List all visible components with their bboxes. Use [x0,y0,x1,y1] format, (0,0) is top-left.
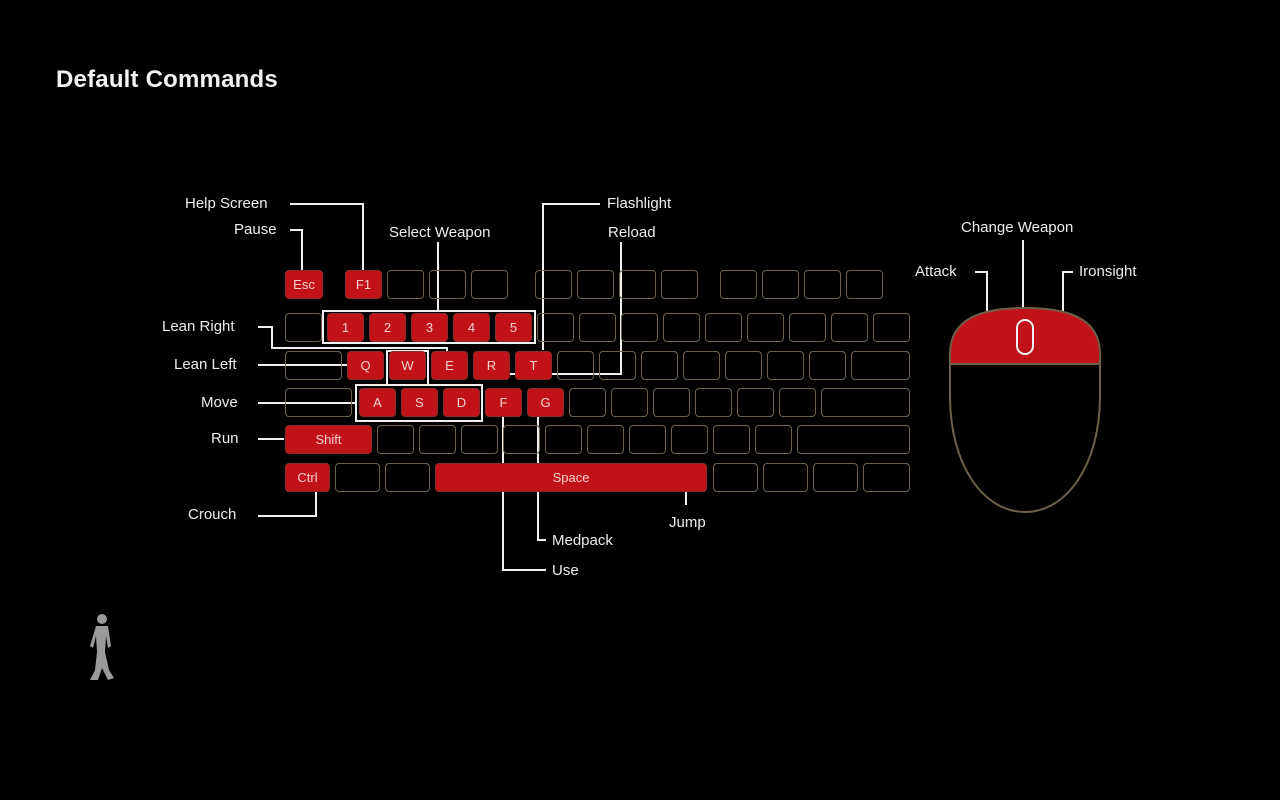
key-4[interactable]: 4 [453,313,490,342]
ctrl-key[interactable]: Ctrl [285,463,330,492]
comma-key[interactable] [671,425,708,454]
f11-key[interactable] [804,270,841,299]
h-key[interactable] [569,388,606,417]
win-key[interactable] [335,463,380,492]
c-key[interactable] [461,425,498,454]
f-key[interactable]: F [485,388,522,417]
minus-key[interactable] [747,313,784,342]
v-key[interactable] [503,425,540,454]
quote-key[interactable] [779,388,816,417]
o-key[interactable] [683,351,720,380]
key-8[interactable] [621,313,658,342]
mouse-icon [949,306,1101,514]
r-key[interactable]: R [473,351,510,380]
menu-key[interactable] [813,463,858,492]
f3-key[interactable] [429,270,466,299]
tab-key[interactable] [285,351,342,380]
equals-key[interactable] [789,313,826,342]
slash-key[interactable] [755,425,792,454]
key-0[interactable] [705,313,742,342]
semicolon-key[interactable] [737,388,774,417]
label-use: Use [552,562,579,579]
bracket-left-key[interactable] [767,351,804,380]
backspace-key[interactable] [873,313,910,342]
f12-key[interactable] [846,270,883,299]
label-ironsight: Ironsight [1079,263,1137,280]
key-6[interactable] [537,313,574,342]
number-keys-frame [322,310,536,344]
label-run: Run [211,430,239,447]
f1-key[interactable]: F1 [345,270,382,299]
label-lean-right: Lean Right [162,318,235,335]
d-key[interactable]: D [443,388,480,417]
q-key[interactable]: Q [347,351,384,380]
label-reload: Reload [608,224,656,241]
b-key[interactable] [545,425,582,454]
key-7[interactable] [579,313,616,342]
key-9[interactable] [663,313,700,342]
f8-key[interactable] [661,270,698,299]
y-key[interactable] [557,351,594,380]
page-title: Default Commands [56,66,278,93]
label-attack: Attack [915,263,957,280]
key-3[interactable]: 3 [411,313,448,342]
t-key[interactable]: T [515,351,552,380]
label-help-screen: Help Screen [185,195,268,212]
label-crouch: Crouch [188,506,237,523]
label-pause: Pause [234,221,277,238]
w-key[interactable]: W [389,351,426,380]
space-key[interactable]: Space [435,463,707,492]
k-key[interactable] [653,388,690,417]
m-key[interactable] [629,425,666,454]
l-key[interactable] [695,388,732,417]
z-key[interactable] [377,425,414,454]
walking-figure-icon [90,614,114,680]
key-5[interactable]: 5 [495,313,532,342]
label-flashlight: Flashlight [607,195,672,212]
label-select-weapon: Select Weapon [389,224,491,241]
label-medpack: Medpack [552,532,613,549]
right-ctrl-key[interactable] [863,463,910,492]
backslash-key[interactable] [831,313,868,342]
label-change-weapon: Change Weapon [961,219,1074,236]
f7-key[interactable] [619,270,656,299]
e-key[interactable]: E [431,351,468,380]
n-key[interactable] [587,425,624,454]
bracket-right-key[interactable] [809,351,846,380]
right-win-key[interactable] [763,463,808,492]
g-key[interactable]: G [527,388,564,417]
f9-key[interactable] [720,270,757,299]
right-shift-key[interactable] [797,425,910,454]
caps-lock-key[interactable] [285,388,352,417]
label-move: Move [201,394,238,411]
label-lean-left: Lean Left [174,356,237,373]
return-key[interactable] [821,388,910,417]
shift-key[interactable]: Shift [285,425,372,454]
p-key[interactable] [725,351,762,380]
s-key[interactable]: S [401,388,438,417]
f5-key[interactable] [535,270,572,299]
key-2[interactable]: 2 [369,313,406,342]
period-key[interactable] [713,425,750,454]
tilde-key[interactable] [285,313,322,342]
f4-key[interactable] [471,270,508,299]
enter-key[interactable] [851,351,910,380]
alt-gr-key[interactable] [713,463,758,492]
label-jump: Jump [669,514,706,531]
f6-key[interactable] [577,270,614,299]
esc-key[interactable]: Esc [285,270,323,299]
key-1[interactable]: 1 [327,313,364,342]
asd-keys-frame [355,384,483,422]
f10-key[interactable] [762,270,799,299]
x-key[interactable] [419,425,456,454]
j-key[interactable] [611,388,648,417]
a-key[interactable]: A [359,388,396,417]
f2-key[interactable] [387,270,424,299]
alt-key[interactable] [385,463,430,492]
u-key[interactable] [599,351,636,380]
i-key[interactable] [641,351,678,380]
